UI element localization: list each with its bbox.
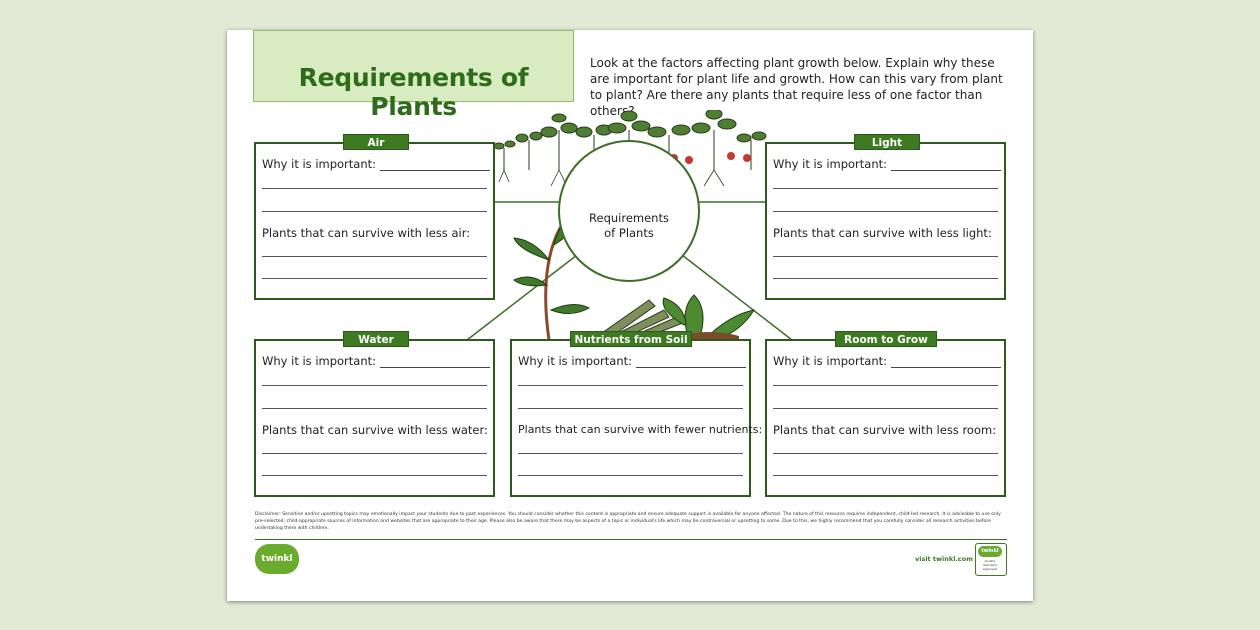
center-label: Requirements of Plants bbox=[568, 211, 690, 241]
air-why-line[interactable] bbox=[262, 188, 487, 189]
air-plants-line[interactable] bbox=[262, 278, 487, 279]
air-plants-label: Plants that can survive with less air: bbox=[262, 226, 471, 240]
room-plants-line[interactable] bbox=[773, 453, 998, 454]
air-tab: Air bbox=[343, 134, 409, 150]
page-title: Requirements of Plants bbox=[298, 63, 529, 121]
nutrients-why-line[interactable] bbox=[518, 385, 743, 386]
water-why-line[interactable] bbox=[262, 408, 487, 409]
nutrients-plants-line[interactable] bbox=[518, 453, 743, 454]
room-why-line[interactable] bbox=[773, 385, 998, 386]
quality-badge: twinkl Quality Standard Approved bbox=[975, 543, 1007, 576]
center-label-line2: of Plants bbox=[604, 226, 654, 240]
visit-link[interactable]: visit twinkl.com bbox=[915, 555, 974, 563]
nutrients-tab: Nutrients from Soil bbox=[570, 331, 692, 347]
center-label-line1: Requirements bbox=[589, 211, 669, 225]
badge-text: Quality Standard Approved bbox=[982, 559, 998, 571]
nutrients-card: Nutrients from Soil Why it is important:… bbox=[510, 331, 763, 497]
twinkl-logo[interactable]: twinkl bbox=[255, 544, 299, 574]
air-plants-line[interactable] bbox=[262, 256, 487, 257]
footer-divider bbox=[255, 539, 1007, 540]
plants-illustration bbox=[493, 110, 767, 340]
water-why-line[interactable] bbox=[262, 385, 487, 386]
air-why-line[interactable] bbox=[262, 211, 487, 212]
room-plants-label: Plants that can survive with less room: bbox=[773, 423, 997, 437]
water-plants-line[interactable] bbox=[262, 475, 487, 476]
water-why-label: Why it is important: bbox=[262, 354, 377, 368]
light-why-line[interactable] bbox=[773, 188, 998, 189]
nutrients-plants-label: Plants that can survive with fewer nutri… bbox=[518, 423, 763, 436]
room-tab: Room to Grow bbox=[835, 331, 937, 347]
worksheet: Requirements of Plants Look at the facto… bbox=[227, 30, 1033, 601]
intro-text: Look at the factors affecting plant grow… bbox=[590, 56, 1003, 118]
water-tab: Water bbox=[343, 331, 409, 347]
light-card: Light Why it is important: Plants that c… bbox=[765, 134, 1006, 300]
water-plants-line[interactable] bbox=[262, 453, 487, 454]
badge-logo: twinkl bbox=[978, 546, 1002, 557]
light-tab: Light bbox=[854, 134, 920, 150]
nutrients-plants-line[interactable] bbox=[518, 475, 743, 476]
nutrients-why-field[interactable] bbox=[635, 357, 746, 368]
room-plants-line[interactable] bbox=[773, 475, 998, 476]
light-why-label: Why it is important: bbox=[773, 157, 888, 171]
light-why-line[interactable] bbox=[773, 211, 998, 212]
light-plants-line[interactable] bbox=[773, 256, 998, 257]
room-why-line[interactable] bbox=[773, 408, 998, 409]
water-plants-label: Plants that can survive with less water: bbox=[262, 423, 488, 437]
water-card: Water Why it is important: Plants that c… bbox=[254, 331, 495, 497]
center-circle bbox=[558, 140, 700, 282]
light-why-field[interactable] bbox=[890, 160, 1001, 171]
air-why-field[interactable] bbox=[379, 160, 490, 171]
nutrients-why-line[interactable] bbox=[518, 408, 743, 409]
room-card: Room to Grow Why it is important: Plants… bbox=[765, 331, 1006, 497]
air-why-label: Why it is important: bbox=[262, 157, 377, 171]
room-why-field[interactable] bbox=[890, 357, 1001, 368]
light-plants-line[interactable] bbox=[773, 278, 998, 279]
light-plants-label: Plants that can survive with less light: bbox=[773, 226, 992, 240]
title-banner: Requirements of Plants bbox=[253, 30, 574, 121]
nutrients-why-label: Why it is important: bbox=[518, 354, 633, 368]
water-why-field[interactable] bbox=[379, 357, 490, 368]
room-why-label: Why it is important: bbox=[773, 354, 888, 368]
air-card: Air Why it is important: Plants that can… bbox=[254, 134, 495, 300]
disclaimer-text: Disclaimer: Sensitive and/or upsetting t… bbox=[255, 512, 1001, 531]
